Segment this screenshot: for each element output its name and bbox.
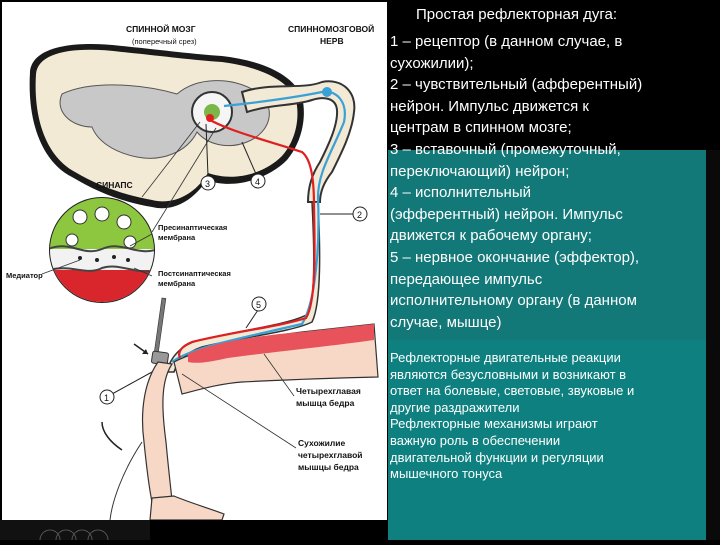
label-spinal-cord-sub: (поперечный срез) (132, 37, 197, 46)
tendon-pointer (181, 373, 297, 449)
marker-3: 3 (200, 123, 216, 191)
desc-line: движется к рабочему органу; (390, 227, 592, 245)
label-tendon-3: мышцы бедра (298, 462, 359, 472)
note-line: являются безусловными и возникают в (390, 366, 627, 382)
synapse-magnified (49, 197, 155, 303)
label-presyn-1: Пресинаптическая (158, 223, 227, 232)
label-postsyn-1: Постсинаптическая (158, 269, 231, 278)
desc-line: исполнительному органу (в данном (390, 292, 637, 310)
efferent-neuron-path (178, 119, 316, 359)
desc-line: сухожилии); (390, 54, 474, 72)
synapse-zoom-line-1 (141, 121, 201, 198)
leg-back (109, 441, 143, 521)
svg-text:1: 1 (104, 393, 109, 403)
right-edge-strip (706, 150, 720, 540)
right-title: Простая рефлекторная дуга: (416, 6, 618, 23)
spinal-nerve-root (240, 80, 356, 203)
label-postsyn-2: мембрана (158, 279, 196, 288)
note-line: мышечного тонуса (390, 466, 503, 482)
marker-1: 1 (99, 371, 153, 405)
reflex-hammer (151, 297, 169, 366)
desc-line: 4 – исполнительный (390, 184, 532, 202)
desc-line: 5 – нервное окончание (эффектор), (390, 248, 640, 266)
reflex-arc-description: 1 – рецептор (в данном случае, в сухожил… (390, 31, 696, 333)
desc-line: переключающий) нейрон; (390, 162, 570, 180)
hammer-arrow-head (142, 349, 148, 354)
mediator-pointer (41, 259, 81, 275)
efferent-cell-body (206, 114, 214, 122)
desc-line: 2 – чувствительный (афферентный) (390, 76, 643, 94)
desc-line: 3 – вставочный (промежуточный, (390, 140, 621, 158)
foot (149, 495, 225, 521)
label-presyn-2: мембрана (158, 233, 196, 242)
bottom-left-strip (0, 520, 150, 545)
desc-line: центрам в спинном мозге; (390, 119, 572, 137)
note-line: важную роль в обеспечении (390, 432, 561, 448)
marker-2: 2 (320, 206, 368, 222)
note-line: ответ на болевые, световые, звуковые и (390, 383, 635, 399)
label-spinal-cord: СПИННОЙ МОЗГ (126, 23, 196, 34)
label-muscle-1: Четырехглавая (296, 386, 361, 396)
note-line: Рефлекторные механизмы играют (390, 416, 598, 432)
desc-line: случае, мышце) (390, 313, 502, 331)
reflex-note: Рефлекторные двигательные реакции являют… (390, 350, 700, 483)
label-spinal-nerve-1: СПИННОМОЗГОВОЙ (288, 23, 374, 34)
marker-4: 4 (241, 141, 266, 189)
afferent-cell-body (322, 87, 332, 97)
postsyn-pointer (133, 267, 153, 277)
desc-line: нейрон. Импульс движется к (390, 97, 589, 115)
note-line: двигательной функции и регуляции (390, 449, 604, 465)
teal-background-lower (388, 340, 706, 540)
afferent-neuron-path (171, 90, 346, 363)
reflex-arc-svg: СПИННОЙ МОЗГ (поперечный срез) СПИННОМОЗ… (6, 23, 379, 521)
note-line: другие раздражители (390, 399, 520, 415)
leg-shin (141, 361, 174, 503)
tendon-arrow (101, 421, 123, 451)
synapse-zoom-line-2 (151, 127, 217, 233)
svg-text:2: 2 (357, 210, 362, 220)
label-synapse: СИНАПС (96, 180, 133, 190)
quadriceps-muscle (188, 324, 374, 363)
label-tendon-2: четырехглавой (298, 450, 363, 460)
desc-line: передающее импульс (390, 270, 543, 288)
svg-text:3: 3 (205, 179, 210, 189)
note-line: Рефлекторные двигательные реакции (390, 350, 621, 365)
label-tendon-1: Сухожилие (298, 438, 345, 448)
muscle-pointer (263, 353, 295, 397)
label-muscle-2: мышца бедра (296, 398, 355, 408)
reflex-arc-diagram: СПИННОЙ МОЗГ (поперечный срез) СПИННОМОЗ… (2, 2, 387, 521)
label-spinal-nerve-2: НЕРВ (320, 36, 344, 46)
desc-line: (эфферентный) нейрон. Импульс (390, 205, 623, 223)
svg-text:5: 5 (256, 300, 261, 310)
presyn-pointer (129, 233, 153, 247)
label-mediator: Медиатор (6, 271, 43, 280)
marker-5: 5 (245, 296, 267, 329)
desc-line: 1 – рецептор (в данном случае, в (390, 33, 623, 50)
bottom-pattern (39, 529, 109, 545)
svg-text:4: 4 (255, 177, 260, 187)
